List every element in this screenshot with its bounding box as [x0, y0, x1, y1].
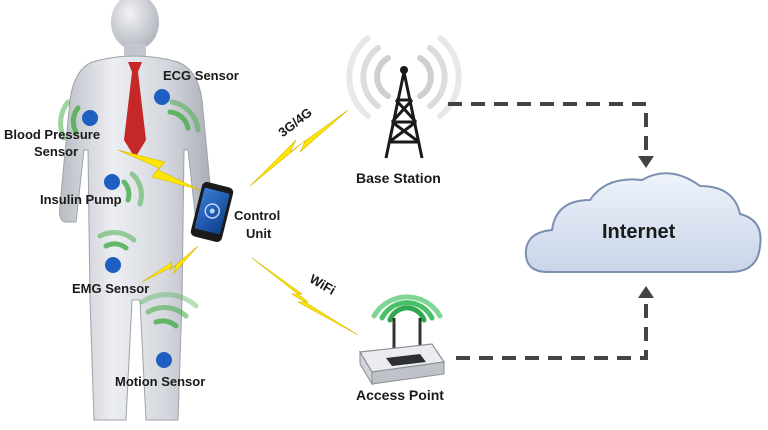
control-unit-label-line1: Control	[234, 208, 281, 223]
base-station-to-internet-link	[448, 102, 648, 158]
control-unit-label-line2: Unit	[246, 226, 272, 241]
motion-sensor-label: Motion Sensor	[115, 374, 206, 389]
lightning-bolt-icon	[117, 149, 201, 191]
human-figure	[59, 0, 213, 421]
motion-sensor-dot	[156, 352, 172, 368]
smartphone-icon	[190, 182, 234, 242]
base-station-label: Base Station	[356, 170, 441, 186]
blood-pressure-label-line2: Sensor	[34, 144, 79, 159]
emg-sensor-label: EMG Sensor	[72, 281, 150, 296]
access-point-label: Access Point	[356, 387, 444, 403]
lightning-bolts	[117, 109, 359, 336]
arrow-down-icon	[638, 156, 654, 168]
insulin-pump-dot	[104, 174, 120, 190]
lightning-bolt-icon	[251, 257, 359, 336]
radio-tower-icon	[346, 35, 462, 159]
ecg-sensor-label: ECG Sensor	[163, 68, 239, 83]
access-point-to-internet-link	[456, 298, 648, 360]
red-tie	[124, 62, 146, 158]
internet-label: Internet	[602, 221, 676, 243]
arrow-up-icon	[638, 286, 654, 298]
head	[111, 0, 159, 50]
blood-pressure-label-line1: Blood Pressure	[4, 127, 101, 142]
insulin-pump-label: Insulin Pump	[40, 192, 122, 207]
emg-sensor-dot	[105, 257, 121, 273]
ecg-sensor-dot	[154, 89, 170, 105]
blood-pressure-sensor-dot	[82, 110, 98, 126]
sensor-signal-arcs	[58, 99, 201, 329]
cloud-icon	[524, 172, 762, 273]
internet-links	[448, 102, 648, 360]
sensor-dots	[82, 89, 172, 368]
wifi-router-icon	[359, 294, 446, 386]
lightning-bolt-icon	[141, 245, 199, 283]
lightning-bolt-icon	[249, 109, 349, 187]
